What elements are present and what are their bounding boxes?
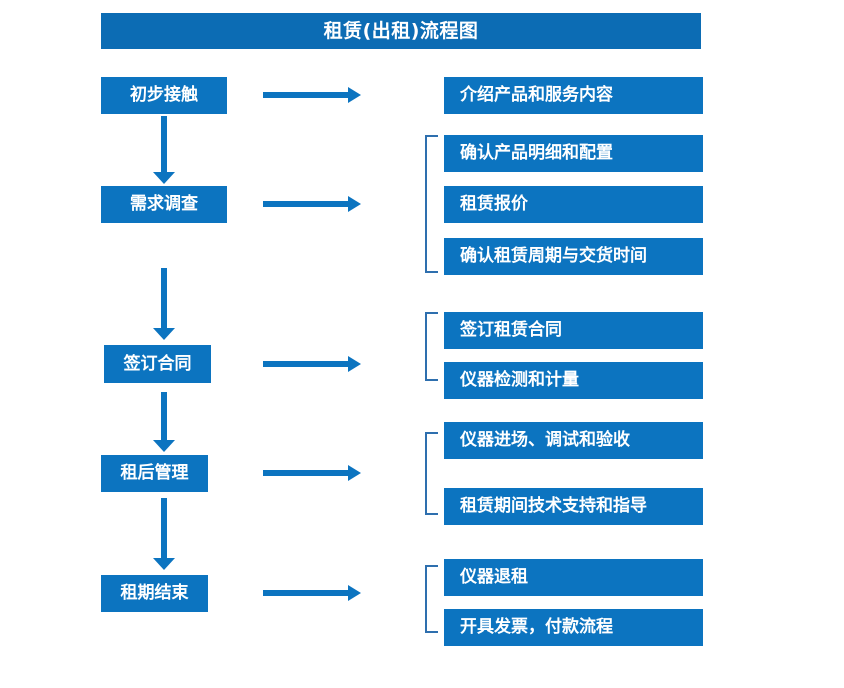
arrow-shaft xyxy=(263,361,349,367)
group-bracket-需求调查 xyxy=(425,135,438,273)
arrow-head xyxy=(348,465,361,481)
arrow-shaft xyxy=(161,268,167,328)
arrow-head xyxy=(153,558,175,570)
arrow-shaft xyxy=(263,201,349,207)
group-bracket-签订合同 xyxy=(425,312,438,381)
detail-label: 确认租赁周期与交货时间 xyxy=(460,246,647,266)
flow-arrow-right-2 xyxy=(263,194,361,214)
stage-box-租后管理[interactable]: 租后管理 xyxy=(101,455,208,492)
detail-label: 签订租赁合同 xyxy=(460,320,562,340)
detail-box-确认产品明细和配置[interactable]: 确认产品明细和配置 xyxy=(444,135,703,172)
flow-arrow-right-3 xyxy=(263,354,361,374)
arrow-head xyxy=(153,328,175,340)
arrow-head xyxy=(348,585,361,601)
stage-box-初步接触[interactable]: 初步接触 xyxy=(101,77,227,114)
stage-box-需求调查[interactable]: 需求调查 xyxy=(101,186,227,223)
detail-label: 租赁报价 xyxy=(460,194,528,214)
arrow-head xyxy=(348,356,361,372)
stage-label: 需求调查 xyxy=(130,194,198,214)
detail-label: 租赁期间技术支持和指导 xyxy=(460,496,647,516)
stage-box-签订合同[interactable]: 签订合同 xyxy=(104,345,211,383)
flow-arrow-down-4 xyxy=(153,498,175,570)
flow-arrow-down-2 xyxy=(153,268,175,340)
arrow-head xyxy=(153,172,175,184)
stage-label: 初步接触 xyxy=(130,85,198,105)
chart-title: 租赁(出租)流程图 xyxy=(323,19,479,42)
detail-label: 开具发票，付款流程 xyxy=(460,617,613,637)
arrow-shaft xyxy=(263,470,349,476)
flow-arrow-right-1 xyxy=(263,85,361,105)
detail-box-租赁期间技术支持和指导[interactable]: 租赁期间技术支持和指导 xyxy=(444,488,703,525)
arrow-shaft xyxy=(263,92,349,98)
arrow-head xyxy=(348,87,361,103)
flow-arrow-right-4 xyxy=(263,463,361,483)
detail-label: 介绍产品和服务内容 xyxy=(460,85,613,105)
detail-box-仪器进场调试和验收[interactable]: 仪器进场、调试和验收 xyxy=(444,422,703,459)
detail-label: 仪器检测和计量 xyxy=(460,370,579,390)
arrow-head xyxy=(153,440,175,452)
stage-box-租期结束[interactable]: 租期结束 xyxy=(101,575,208,612)
detail-box-租赁报价[interactable]: 租赁报价 xyxy=(444,186,703,223)
stage-label: 租后管理 xyxy=(120,463,189,483)
flow-arrow-down-1 xyxy=(153,116,175,184)
arrow-shaft xyxy=(161,498,167,558)
detail-box-仪器退租[interactable]: 仪器退租 xyxy=(444,559,703,596)
arrow-shaft xyxy=(161,392,167,440)
detail-label: 确认产品明细和配置 xyxy=(460,143,613,163)
arrow-head xyxy=(348,196,361,212)
detail-box-签订租赁合同[interactable]: 签订租赁合同 xyxy=(444,312,703,349)
detail-box-确认租赁周期与交货时间[interactable]: 确认租赁周期与交货时间 xyxy=(444,238,703,275)
arrow-shaft xyxy=(263,590,349,596)
stage-label: 签订合同 xyxy=(123,353,192,374)
detail-box-仪器检测和计量[interactable]: 仪器检测和计量 xyxy=(444,362,703,399)
group-bracket-租后管理 xyxy=(425,432,438,515)
stage-label: 租期结束 xyxy=(120,583,189,603)
chart-title-bar: 租赁(出租)流程图 xyxy=(101,13,701,49)
detail-box-开具发票付款流程[interactable]: 开具发票，付款流程 xyxy=(444,609,703,646)
flow-arrow-down-3 xyxy=(153,392,175,452)
flow-arrow-right-5 xyxy=(263,583,361,603)
detail-label: 仪器退租 xyxy=(460,567,528,587)
detail-label: 仪器进场、调试和验收 xyxy=(460,430,630,450)
group-bracket-租期结束 xyxy=(425,565,438,633)
detail-box-介绍产品和服务内容[interactable]: 介绍产品和服务内容 xyxy=(444,77,703,114)
arrow-shaft xyxy=(161,116,167,172)
